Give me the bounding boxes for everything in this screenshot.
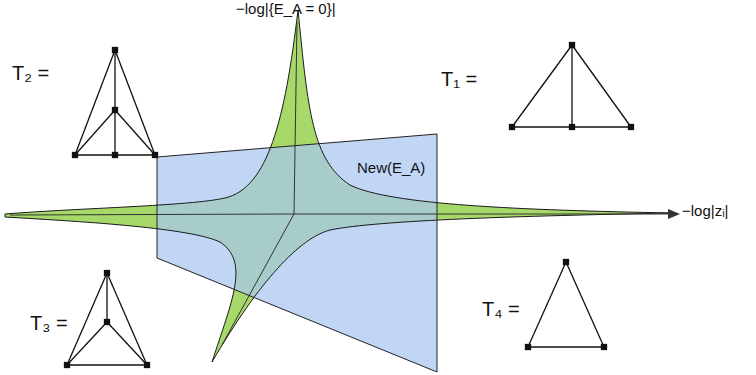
amoeba-outline — [5, 10, 672, 362]
graph-label: T₁ = — [441, 68, 477, 90]
axis-label: −log|{E_A = 0}| — [236, 1, 336, 18]
graph-label: T₃ = — [30, 312, 68, 334]
axes — [10, 22, 680, 345]
graph-t2 — [73, 48, 158, 158]
axis-label: −log|zᵢ| — [682, 203, 728, 220]
graph-t3 — [65, 271, 150, 368]
graph-t4 — [526, 260, 607, 350]
graph-label: T₄ = — [482, 298, 520, 320]
newton-polytope-plane — [157, 134, 437, 372]
plane-label: New(E_A) — [357, 160, 425, 177]
graph-t1 — [510, 43, 634, 130]
graph-label: T₂ = — [12, 62, 49, 84]
